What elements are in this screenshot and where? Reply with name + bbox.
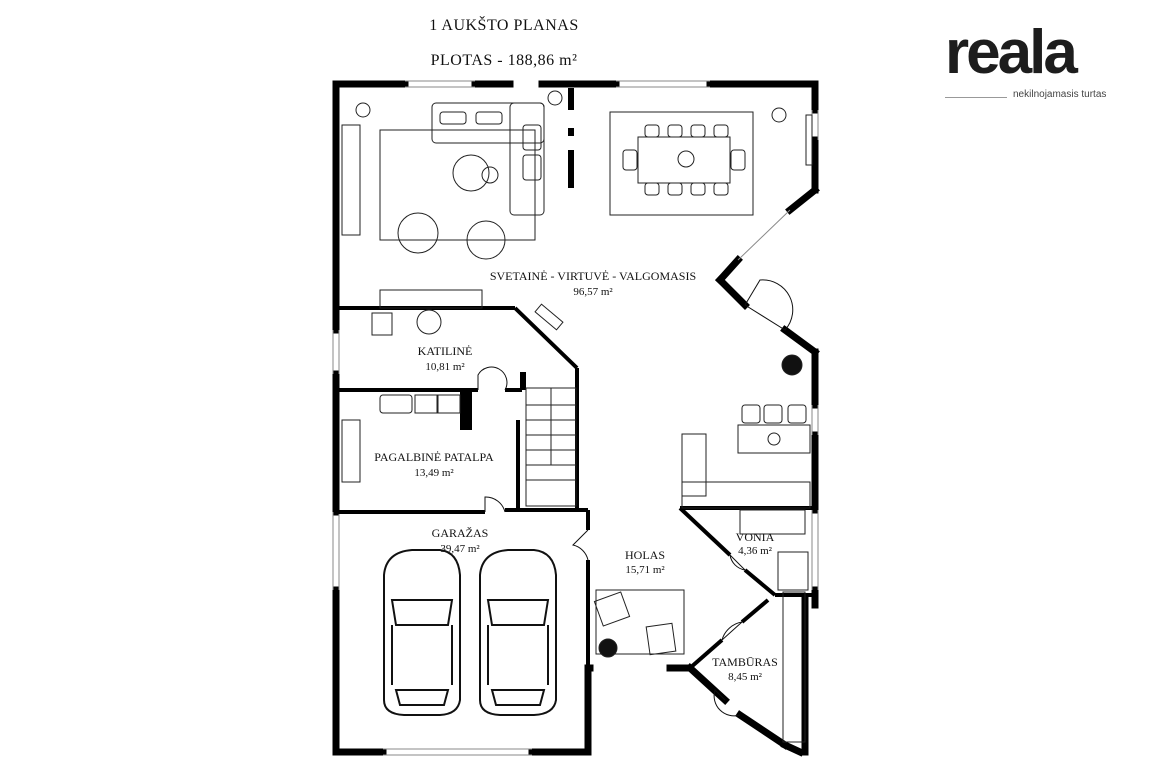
plan-total-area: PLOTAS - 188,86 m²	[430, 52, 578, 69]
room-vestibule-name: TAMBŪRAS	[712, 655, 778, 669]
room-living-area: 96,57 m²	[573, 286, 613, 298]
wall-stubs	[460, 88, 574, 430]
room-hall-area: 15,71 m²	[625, 564, 665, 576]
living-furniture	[341, 90, 813, 743]
room-garage-area: 39,47 m²	[440, 543, 480, 555]
room-boiler-area: 10,81 m²	[425, 361, 465, 373]
windows	[332, 80, 819, 756]
car-right	[479, 549, 557, 716]
room-vestibule-area: 8,45 m²	[728, 671, 763, 683]
room-living-name: SVETAINĖ - VIRTUVĖ - VALGOMASIS	[490, 269, 696, 283]
logo-divider	[945, 97, 1007, 98]
room-hall-name: HOLAS	[625, 548, 665, 562]
plan-title: 1 AUKŠTO PLANAS	[429, 17, 579, 34]
car-left	[383, 549, 461, 716]
reala-logo: reala nekilnojamasis turtas	[945, 18, 1125, 100]
room-utility-name: PAGALBINĖ PATALPA	[374, 450, 494, 464]
logo-tagline: nekilnojamasis turtas	[1013, 89, 1107, 100]
room-labels: SVETAINĖ - VIRTUVĖ - VALGOMASIS 96,57 m²…	[374, 269, 778, 683]
room-boiler-name: KATILINĖ	[418, 344, 473, 358]
room-utility-area: 13,49 m²	[414, 467, 454, 479]
room-bath-name: VONIA	[736, 530, 775, 544]
room-bath-area: 4,36 m²	[738, 545, 773, 557]
logo-wordmark: reala	[945, 18, 1078, 87]
doors	[477, 279, 794, 717]
room-garage-name: GARAŽAS	[432, 526, 489, 540]
outer-walls	[332, 80, 820, 757]
